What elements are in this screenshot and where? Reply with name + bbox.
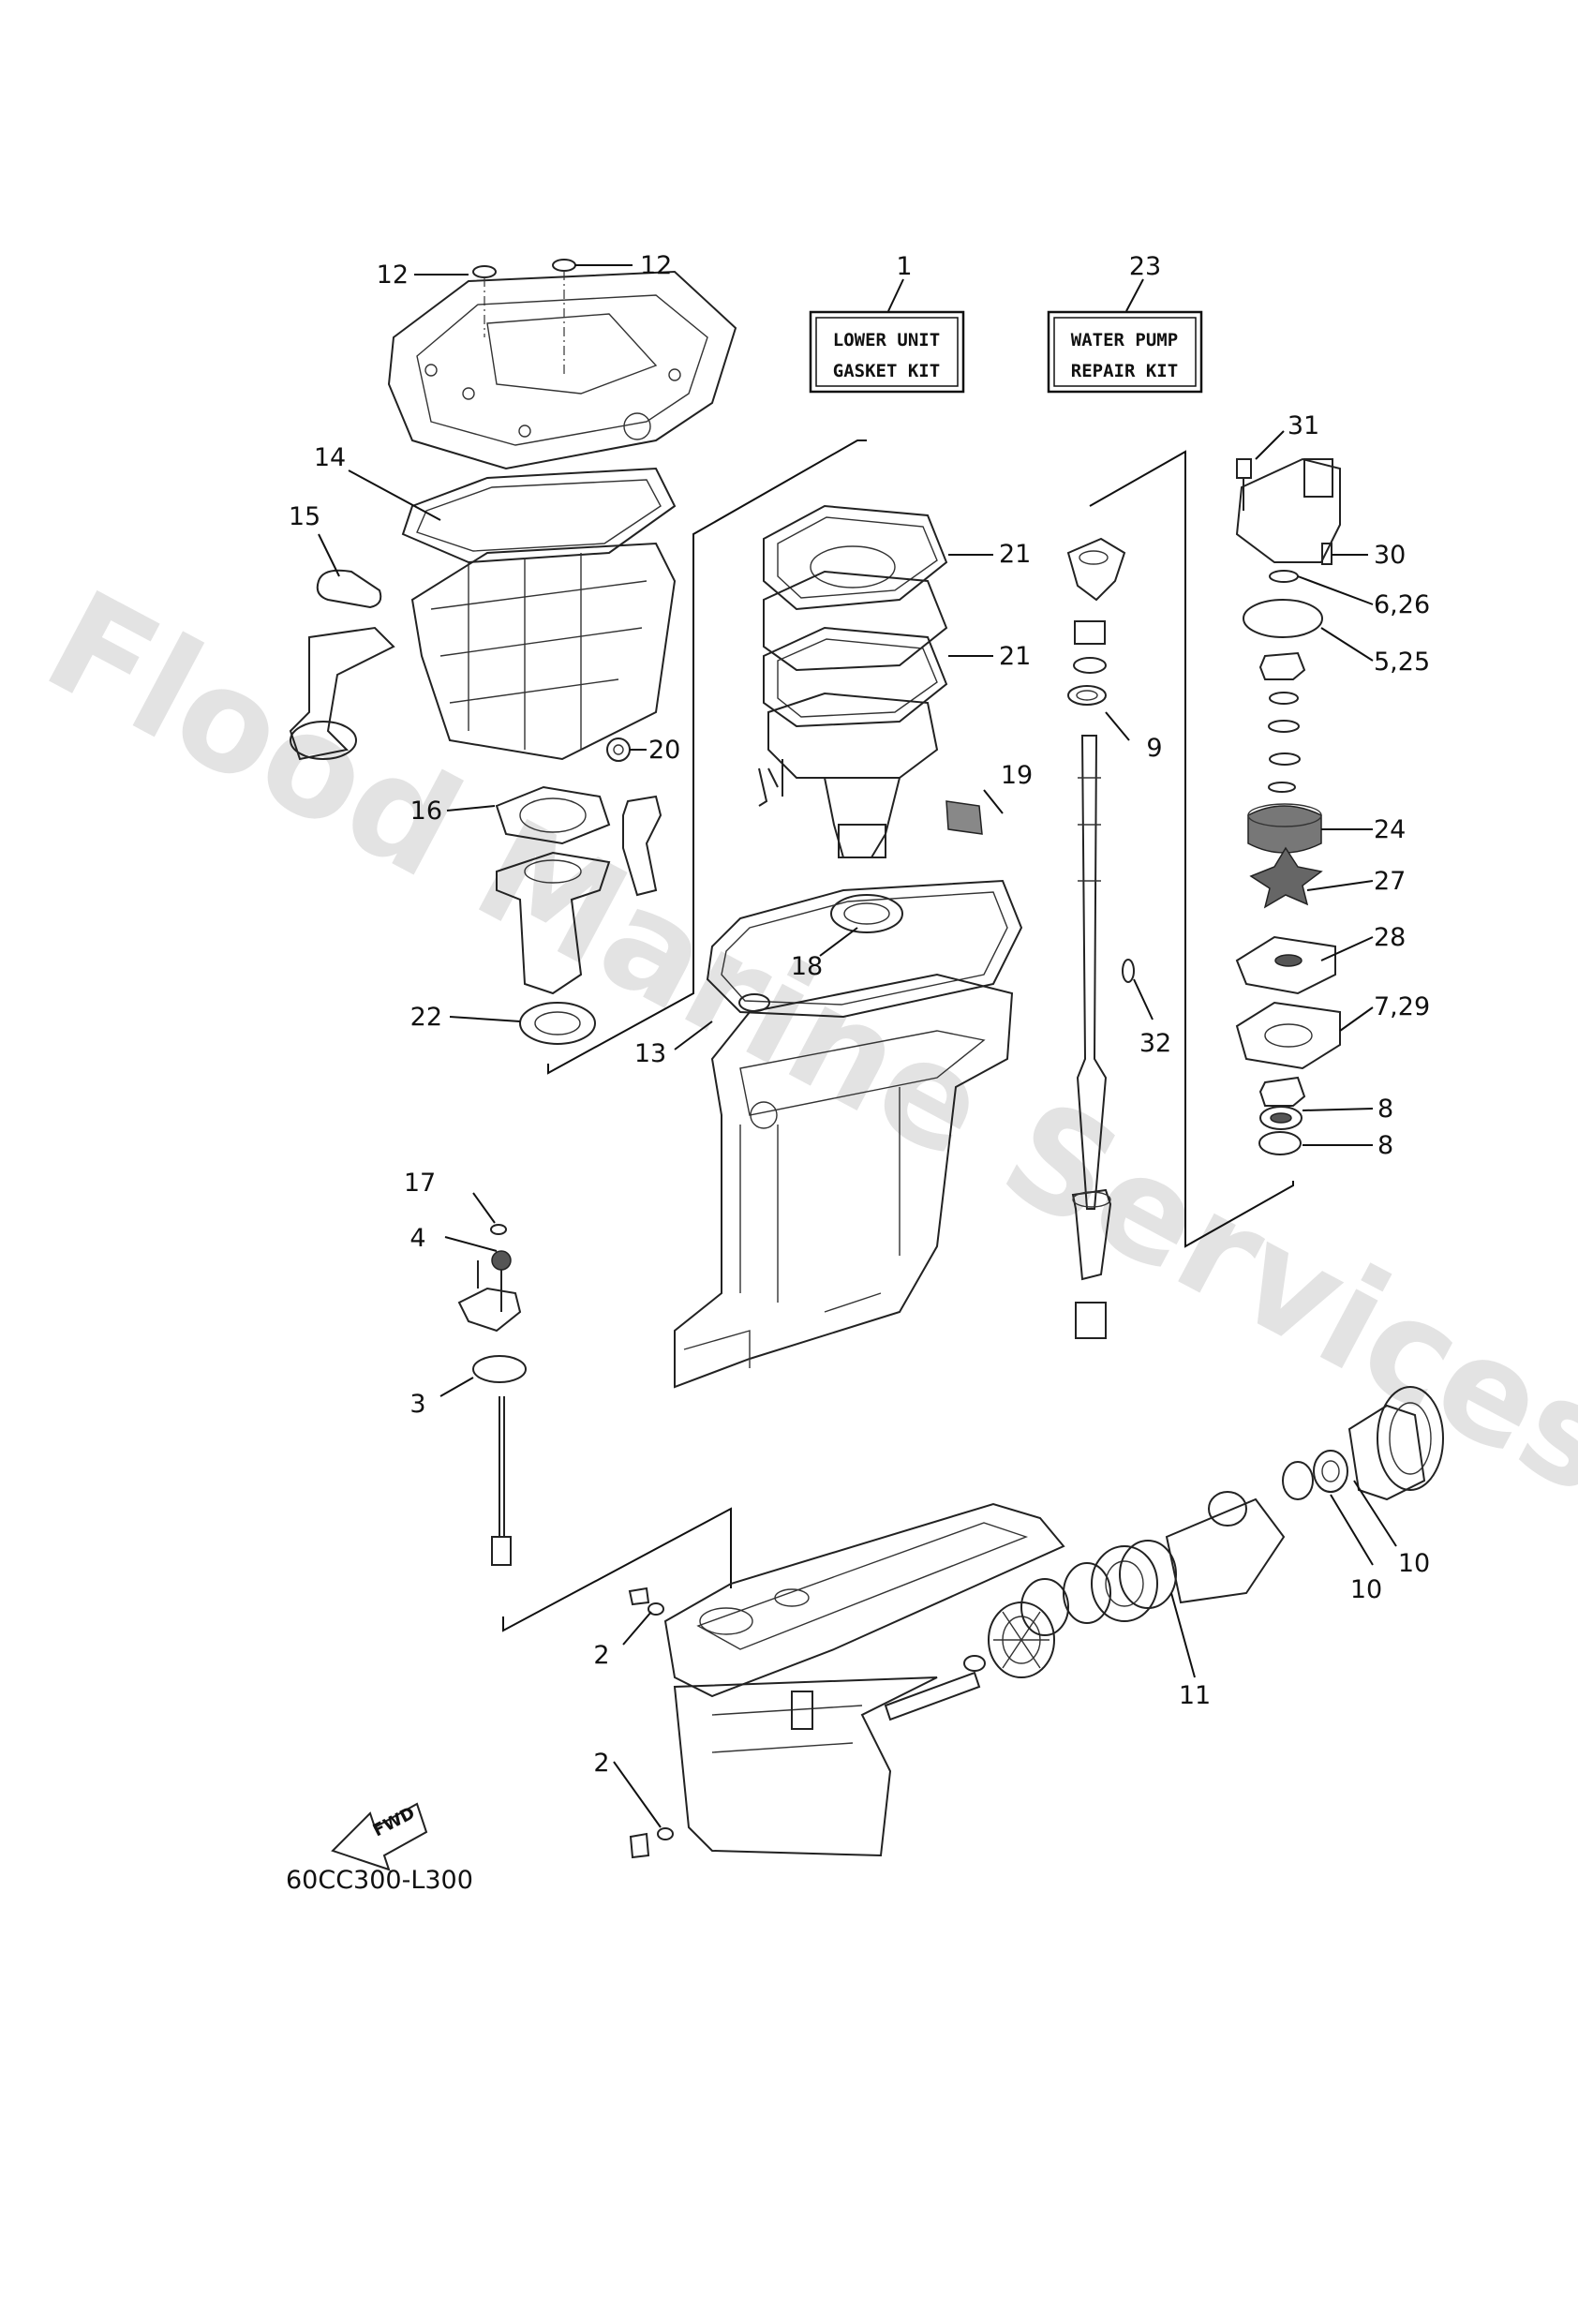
callout-label: 18	[791, 952, 823, 981]
center-drive-group	[674, 504, 1023, 1389]
callout-label: 12	[377, 261, 409, 290]
lower-unit-gasket-kit-box: LOWER UNIT GASKET KIT 1	[809, 252, 965, 394]
water-pump-group	[1235, 457, 1341, 1155]
callout-label: 30	[1374, 541, 1406, 570]
callout-label: 13	[634, 1039, 666, 1068]
callout-label: 32	[1139, 1029, 1171, 1058]
callout-label: 10	[1398, 1549, 1430, 1578]
diagram-code: 60CC300-L300	[286, 1866, 473, 1895]
driveshaft-group	[1066, 450, 1294, 1339]
callout-label: 14	[314, 443, 346, 472]
callout-label: 17	[404, 1169, 436, 1198]
callout-label: 11	[1179, 1681, 1211, 1710]
water-pump-kit-line1: WATER PUMP	[1071, 330, 1178, 350]
callout-label: 21	[999, 642, 1031, 671]
callout-label: 5,25	[1374, 648, 1430, 677]
callout-label: 21	[999, 540, 1031, 569]
lower-unit-kit-line1: LOWER UNIT	[833, 330, 940, 350]
callout-label: 7,29	[1374, 992, 1430, 1021]
water-pump-kit-line2: REPAIR KIT	[1071, 361, 1178, 381]
callout-label: 8	[1377, 1131, 1393, 1160]
gearcase-group	[628, 1386, 1444, 1859]
lower-unit-kit-line2: GASKET KIT	[833, 361, 940, 381]
callout-label: 4	[409, 1224, 425, 1253]
callout-label: 20	[648, 736, 680, 765]
upper-casing-group	[289, 259, 867, 1075]
callout-label: 3	[409, 1390, 425, 1419]
callout-label: 2	[593, 1641, 609, 1670]
water-pump-repair-kit-box: WATER PUMP REPAIR KIT 23	[1047, 252, 1203, 394]
callout-label: 22	[410, 1003, 442, 1032]
callout-label: 9	[1146, 734, 1162, 763]
callout-label: 10	[1350, 1575, 1382, 1604]
callout-label: 8	[1377, 1095, 1393, 1124]
callout-label: 19	[1001, 761, 1033, 790]
callout-label: 31	[1288, 411, 1319, 440]
callout-label: 28	[1374, 923, 1406, 952]
callout-label: 2	[593, 1749, 609, 1778]
callout-label: 15	[289, 502, 320, 531]
shift-rod-group	[457, 1224, 732, 1632]
callout-label: 24	[1374, 815, 1406, 844]
callout-label: 16	[410, 797, 442, 826]
callout-labels: 12 12 14 15 20 16 22 21 21 19 18 13 9 32…	[289, 251, 1430, 1778]
fwd-label: FWD	[370, 1803, 418, 1840]
callout-1: 1	[896, 252, 912, 281]
watermark-text: Flood Marine Services	[22, 560, 1578, 1527]
fwd-arrow: FWD	[331, 1802, 428, 1871]
callout-label: 12	[640, 251, 672, 280]
callout-label: 6,26	[1374, 590, 1430, 619]
callout-23: 23	[1129, 252, 1161, 281]
callout-label: 27	[1374, 867, 1406, 896]
leader-lines	[318, 264, 1397, 1828]
